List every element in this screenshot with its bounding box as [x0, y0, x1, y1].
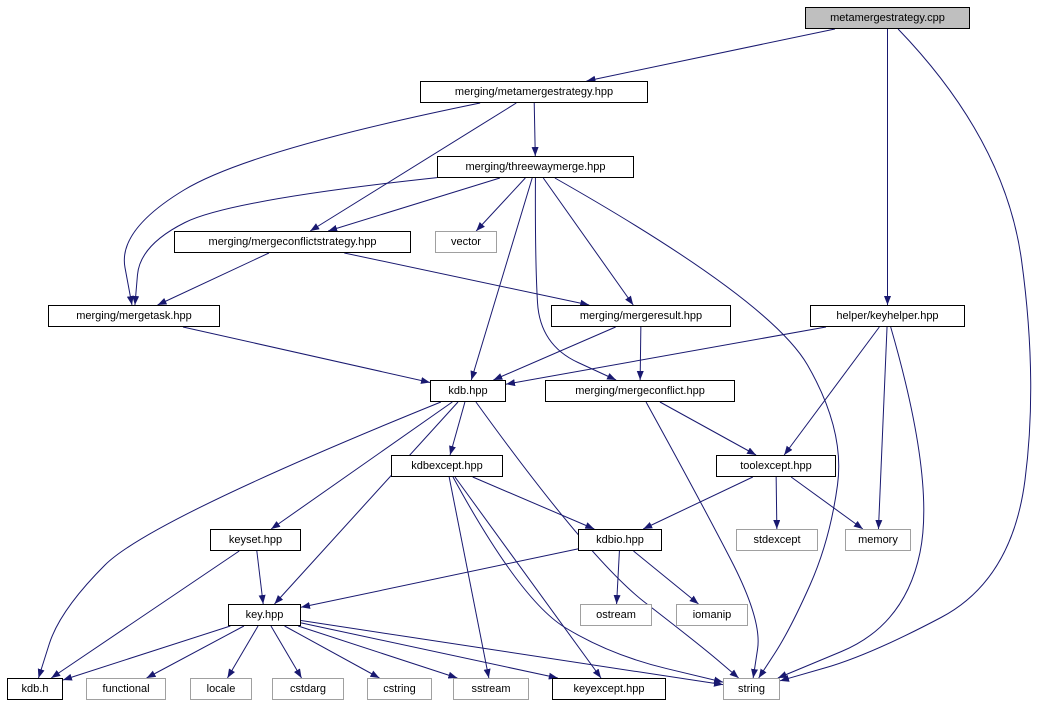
graph-node-functional[interactable]: functional	[86, 678, 166, 700]
graph-node-threewaymerge_hpp[interactable]: merging/threewaymerge.hpp	[437, 156, 634, 178]
include-edge-kdbexcept_hpp-to-sstream	[448, 476, 491, 679]
include-edge-kdbexcept_hpp-to-keyexcept_hpp	[454, 476, 602, 679]
include-edge-keyhelper_hpp-to-string	[777, 326, 925, 679]
graph-node-kdbio_hpp[interactable]: kdbio.hpp	[578, 529, 662, 551]
include-edge-kdbio_hpp-to-key_hpp	[300, 548, 579, 609]
include-edge-threewaymerge_hpp-to-vector	[475, 177, 526, 232]
graph-node-metamergestrategy_cpp[interactable]: metamergestrategy.cpp	[805, 7, 970, 29]
include-edge-keyset_hpp-to-kdb_h	[50, 550, 240, 679]
include-edge-mergetask_hpp-to-kdb_hpp	[182, 326, 431, 384]
include-edge-key_hpp-to-string	[300, 620, 724, 687]
graph-node-iomanip[interactable]: iomanip	[676, 604, 748, 626]
include-edge-toolexcept_hpp-to-stdexcept	[773, 476, 781, 530]
include-edge-metamergestrategy_hpp-to-threewaymerge_hpp	[531, 102, 539, 157]
graph-node-string[interactable]: string	[723, 678, 780, 700]
include-edge-kdbexcept_hpp-to-string	[452, 476, 724, 684]
include-edge-mergeresult_hpp-to-mergeconflict_hpp	[636, 326, 644, 381]
include-edge-key_hpp-to-sstream	[298, 625, 458, 679]
graph-node-cstring[interactable]: cstring	[367, 678, 432, 700]
include-edge-key_hpp-to-locale	[227, 625, 259, 679]
include-edge-key_hpp-to-kdb_h	[62, 625, 231, 681]
include-edge-mergeconflictstrategy_hpp-to-mergetask_hpp	[157, 252, 270, 306]
include-edge-key_hpp-to-cstdarg	[270, 625, 302, 679]
graph-node-keyset_hpp[interactable]: keyset.hpp	[210, 529, 301, 551]
graph-node-metamergestrategy_hpp[interactable]: merging/metamergestrategy.hpp	[420, 81, 648, 103]
graph-node-key_hpp[interactable]: key.hpp	[228, 604, 301, 626]
include-edge-keyhelper_hpp-to-toolexcept_hpp	[783, 326, 880, 456]
include-edge-threewaymerge_hpp-to-mergeconflict_hpp	[534, 177, 617, 381]
include-edge-key_hpp-to-keyexcept_hpp	[300, 622, 558, 680]
include-edge-metamergestrategy_hpp-to-mergetask_hpp	[123, 102, 481, 306]
include-edge-key_hpp-to-functional	[146, 625, 245, 679]
graph-node-mergeconflictstrategy_hpp[interactable]: merging/mergeconflictstrategy.hpp	[174, 231, 411, 253]
include-edge-kdbio_hpp-to-iomanip	[633, 550, 699, 605]
graph-node-sstream[interactable]: sstream	[453, 678, 529, 700]
graph-node-keyexcept_hpp[interactable]: keyexcept.hpp	[552, 678, 666, 700]
graph-node-ostream[interactable]: ostream	[580, 604, 652, 626]
graph-node-memory[interactable]: memory	[845, 529, 911, 551]
graph-node-mergeconflict_hpp[interactable]: merging/mergeconflict.hpp	[545, 380, 735, 402]
graph-node-keyhelper_hpp[interactable]: helper/keyhelper.hpp	[810, 305, 965, 327]
include-edge-keyhelper_hpp-to-kdb_hpp	[505, 326, 827, 387]
include-edge-keyhelper_hpp-to-memory	[875, 326, 888, 530]
graph-node-mergetask_hpp[interactable]: merging/mergetask.hpp	[48, 305, 220, 327]
graph-node-vector[interactable]: vector	[435, 231, 497, 253]
graph-node-stdexcept[interactable]: stdexcept	[736, 529, 818, 551]
include-edge-metamergestrategy_cpp-to-string	[779, 28, 1032, 682]
include-edge-toolexcept_hpp-to-kdbio_hpp	[642, 476, 754, 530]
graph-node-toolexcept_hpp[interactable]: toolexcept.hpp	[716, 455, 836, 477]
include-edge-kdb_hpp-to-key_hpp	[274, 401, 459, 605]
include-edge-metamergestrategy_cpp-to-metamergestrategy_hpp	[586, 28, 836, 83]
graph-node-cstdarg[interactable]: cstdarg	[272, 678, 344, 700]
include-edge-kdb_hpp-to-kdbexcept_hpp	[449, 401, 466, 456]
include-edge-threewaymerge_hpp-to-mergeconflictstrategy_hpp	[327, 177, 501, 232]
include-edge-keyset_hpp-to-key_hpp	[256, 550, 266, 605]
include-edge-kdbexcept_hpp-to-kdbio_hpp	[472, 476, 595, 530]
graph-node-locale[interactable]: locale	[190, 678, 252, 700]
include-edge-threewaymerge_hpp-to-string	[554, 177, 840, 679]
include-edge-threewaymerge_hpp-to-kdb_hpp	[470, 177, 533, 381]
graph-node-kdbexcept_hpp[interactable]: kdbexcept.hpp	[391, 455, 503, 477]
include-edge-mergeconflict_hpp-to-toolexcept_hpp	[659, 401, 757, 456]
include-edge-toolexcept_hpp-to-memory	[790, 476, 864, 530]
include-edge-kdbio_hpp-to-ostream	[613, 550, 621, 605]
graph-node-mergeresult_hpp[interactable]: merging/mergeresult.hpp	[551, 305, 731, 327]
include-edge-key_hpp-to-cstring	[284, 625, 380, 679]
graph-node-kdb_h[interactable]: kdb.h	[7, 678, 63, 700]
graph-node-kdb_hpp[interactable]: kdb.hpp	[430, 380, 506, 402]
include-edge-mergeresult_hpp-to-kdb_hpp	[493, 326, 616, 381]
include-edge-mergeconflictstrategy_hpp-to-mergeresult_hpp	[344, 252, 590, 307]
include-edge-threewaymerge_hpp-to-mergeresult_hpp	[542, 177, 634, 306]
